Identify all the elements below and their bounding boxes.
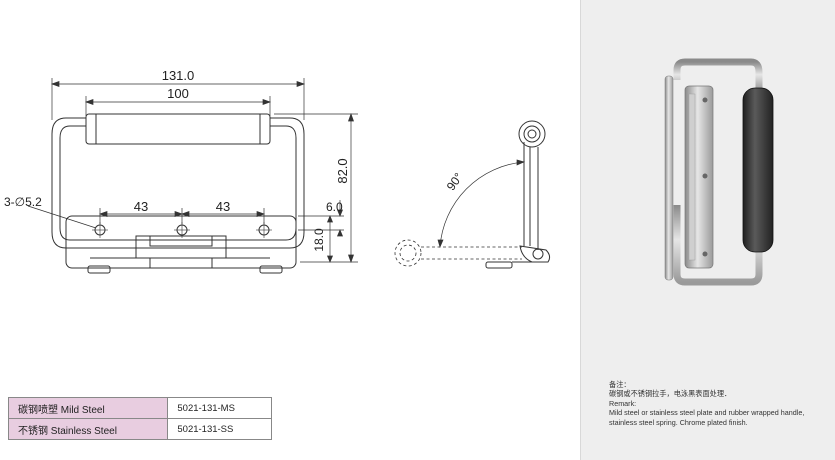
side-view [394,120,551,269]
dim-hole-spacing-right: 43 [216,199,230,214]
remark-text-en-2: stainless steel spring. Chrome plated fi… [609,417,748,427]
dim-plate-height: 18.0 [312,228,326,252]
dim-grip-length: 100 [167,86,189,101]
remarks: 备注： 碳钢或不锈钢拉手，电泳黑表面处理． Remark: Mild steel… [609,380,831,427]
dim-hole-callout: 3-∅5.2 [4,195,42,209]
remark-label-cn: 备注： [609,380,631,389]
dimension-lines [27,78,358,264]
part-code-cell: 5021-131-MS [167,397,272,419]
product-photo [664,58,774,286]
remark-text-cn: 碳钢或不锈钢拉手，电泳黑表面处理． [609,389,732,399]
dim-overall-width: 131.0 [162,68,195,83]
product-panel: 备注： 碳钢或不锈钢拉手，电泳黑表面处理． Remark: Mild steel… [580,0,835,460]
dim-plate-offset: 6.0 [326,200,343,214]
spec-table: 碳钢喷塑 Mild Steel 5021-131-MS 不锈钢 Stainles… [7,397,272,440]
part-code-cell: 5021-131-SS [167,418,272,440]
dim-height: 82.0 [335,158,350,183]
remark-label-en: Remark: [609,398,637,408]
remark-text-en-1: Mild steel or stainless steel plate and … [609,408,805,418]
table-row: 不锈钢 Stainless Steel 5021-131-SS [7,418,272,440]
dim-hole-spacing-left: 43 [134,199,148,214]
material-cell: 不锈钢 Stainless Steel [7,418,169,440]
material-cell: 碳钢喷塑 Mild Steel [7,397,169,419]
dim-rotation-angle: 90° [444,170,466,193]
technical-drawing: 131.0 100 82.0 43 43 3-∅5.2 6.0 18.0 90° [4,68,551,274]
front-view [51,113,305,274]
table-row: 碳钢喷塑 Mild Steel 5021-131-MS [7,397,272,419]
